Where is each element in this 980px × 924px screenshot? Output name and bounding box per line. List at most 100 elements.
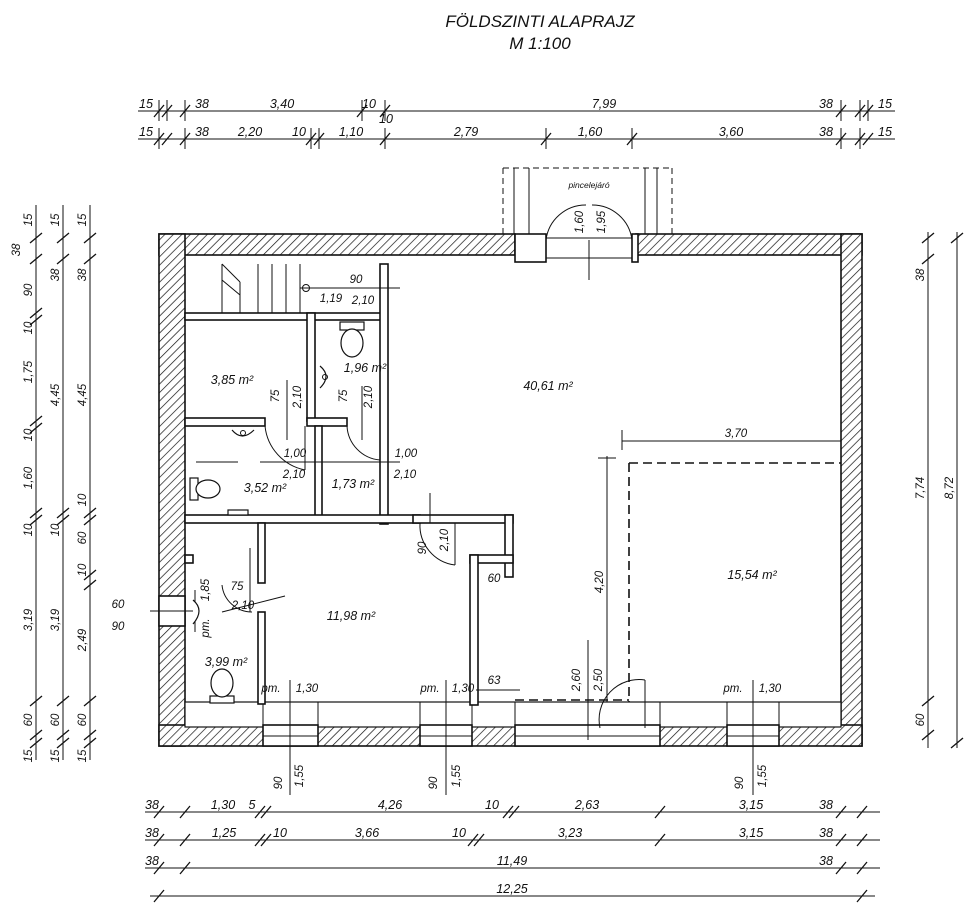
room-area-label: 15,54 m² <box>727 568 777 582</box>
dim-label: 10 <box>362 97 376 111</box>
dim-label: 2,10 <box>351 295 375 307</box>
dim-label: 2,50 <box>593 668 605 692</box>
svg-text:38: 38 <box>145 798 159 812</box>
dim-label: 60 <box>488 573 501 585</box>
dashed-zone <box>476 430 842 740</box>
svg-text:38: 38 <box>77 268 89 281</box>
dim-label: 38 <box>819 97 833 111</box>
dim-label: 90 <box>350 274 363 286</box>
svg-text:8,72: 8,72 <box>944 476 956 499</box>
svg-text:10: 10 <box>485 798 499 812</box>
dimension-chain-right: 38 7,74 8,72 60 <box>915 232 964 749</box>
dimension-chain-bottom-4: 12,25 <box>150 882 875 903</box>
svg-text:4,45: 4,45 <box>50 383 62 406</box>
svg-text:2,63: 2,63 <box>574 798 599 812</box>
dim-label: pm. <box>200 618 212 638</box>
dimension-chain-left-1: 15 38 90 10 1,75 10 1,60 10 3,19 60 15 <box>11 205 43 762</box>
svg-text:15: 15 <box>50 749 62 762</box>
dim-label: 1,10 <box>339 125 363 139</box>
room-area-label: 1,96 m² <box>344 361 387 375</box>
dim-label: 2,10 <box>363 385 375 409</box>
dimension-chain-left-3: 15 38 4,45 10 60 10 2,49 60 15 <box>77 205 97 762</box>
svg-text:1,30: 1,30 <box>211 798 235 812</box>
dim-label: 90 <box>112 621 125 633</box>
svg-text:3,15: 3,15 <box>739 826 763 840</box>
svg-text:15: 15 <box>23 213 35 226</box>
door-swings <box>221 380 646 729</box>
entry-door <box>514 233 639 263</box>
svg-text:pm.: pm. <box>419 683 439 695</box>
room-area-label: 11,98 m² <box>327 609 376 623</box>
dimension-chain-bottom-2: 38 1,25 10 3,66 10 3,23 3,15 38 <box>145 826 880 847</box>
dim-label: 38 <box>195 97 209 111</box>
dim-label: 3,60 <box>719 125 743 139</box>
dim-label: 1,95 <box>596 210 608 233</box>
svg-text:5: 5 <box>249 798 256 812</box>
dim-label: 2,79 <box>453 125 478 139</box>
dim-label: 2,10 <box>292 385 304 409</box>
dim-label: 1,60 <box>574 210 586 233</box>
dim-label: 2,60 <box>571 668 583 692</box>
dimension-chain-top-2: 15 38 2,20 10 1,10 2,79 1,60 3,60 38 15 <box>138 125 895 149</box>
dim-label: 1,19 <box>320 293 343 305</box>
room-area-label: 3,52 m² <box>244 481 287 495</box>
dim-label: 90 <box>417 541 429 554</box>
svg-text:3,15: 3,15 <box>739 798 763 812</box>
svg-text:10: 10 <box>23 428 35 441</box>
svg-text:60: 60 <box>77 531 89 544</box>
dim-label: 1,00 <box>395 448 418 460</box>
dim-label: 75 <box>338 389 350 402</box>
drawing-title: FÖLDSZINTI ALAPRAJZ <box>445 12 635 31</box>
dim-label: 2,10 <box>231 600 255 612</box>
svg-text:1,30: 1,30 <box>452 683 475 695</box>
dim-label: 63 <box>488 675 501 687</box>
svg-text:90: 90 <box>23 283 35 296</box>
dimension-chain-bottom-3: 38 11,49 38 <box>145 854 880 875</box>
bottom-window-labels: pm. 1,30 pm. 1,30 pm. 1,30 90 1,55 90 1,… <box>260 680 782 795</box>
dim-label: 1,60 <box>578 125 602 139</box>
svg-text:7,74: 7,74 <box>915 477 927 499</box>
interior-stairs <box>221 263 400 313</box>
svg-text:1,60: 1,60 <box>23 466 35 489</box>
svg-text:3,19: 3,19 <box>23 608 35 631</box>
dim-label: 1,00 <box>284 448 307 460</box>
dim-label: 10 <box>292 125 306 139</box>
dim-label: 2,10 <box>439 528 451 552</box>
room-area-label: 1,73 m² <box>332 477 375 491</box>
svg-text:1,55: 1,55 <box>294 764 306 787</box>
dim-label: 75 <box>270 389 282 402</box>
svg-text:38: 38 <box>819 798 833 812</box>
dimension-chain-bottom-1: 38 1,30 5 4,26 10 2,63 3,15 38 <box>145 798 880 819</box>
dim-label: 15 <box>139 97 153 111</box>
dim-label: 15 <box>878 97 892 111</box>
dim-label: 2,10 <box>282 469 306 481</box>
svg-text:60: 60 <box>50 713 62 726</box>
svg-text:1,30: 1,30 <box>296 683 319 695</box>
svg-text:10: 10 <box>77 563 89 576</box>
svg-text:15: 15 <box>50 213 62 226</box>
dim-label: 2,10 <box>393 469 417 481</box>
dim-label: 2,20 <box>237 125 262 139</box>
svg-text:pm.: pm. <box>722 683 742 695</box>
svg-text:4,45: 4,45 <box>77 383 89 406</box>
svg-text:2,49: 2,49 <box>77 628 89 652</box>
svg-text:90: 90 <box>734 776 746 789</box>
svg-text:3,66: 3,66 <box>355 826 379 840</box>
svg-text:3,19: 3,19 <box>50 608 62 631</box>
left-window <box>150 590 196 632</box>
svg-text:10: 10 <box>23 523 35 536</box>
dim-label: 7,99 <box>592 97 616 111</box>
svg-text:38: 38 <box>50 268 62 281</box>
svg-text:15: 15 <box>23 749 35 762</box>
svg-text:10: 10 <box>50 523 62 536</box>
svg-text:38: 38 <box>145 854 159 868</box>
svg-text:3,23: 3,23 <box>558 826 582 840</box>
svg-text:15: 15 <box>77 749 89 762</box>
dimension-chain-top-1: 15 38 3,40 10 7,99 38 15 10 <box>138 97 895 126</box>
svg-text:10: 10 <box>23 321 35 334</box>
dim-label: 1,85 <box>200 578 212 601</box>
stair-label: pinceleјáró <box>567 180 609 190</box>
svg-text:38: 38 <box>915 268 927 281</box>
dim-label: 15 <box>139 125 153 139</box>
